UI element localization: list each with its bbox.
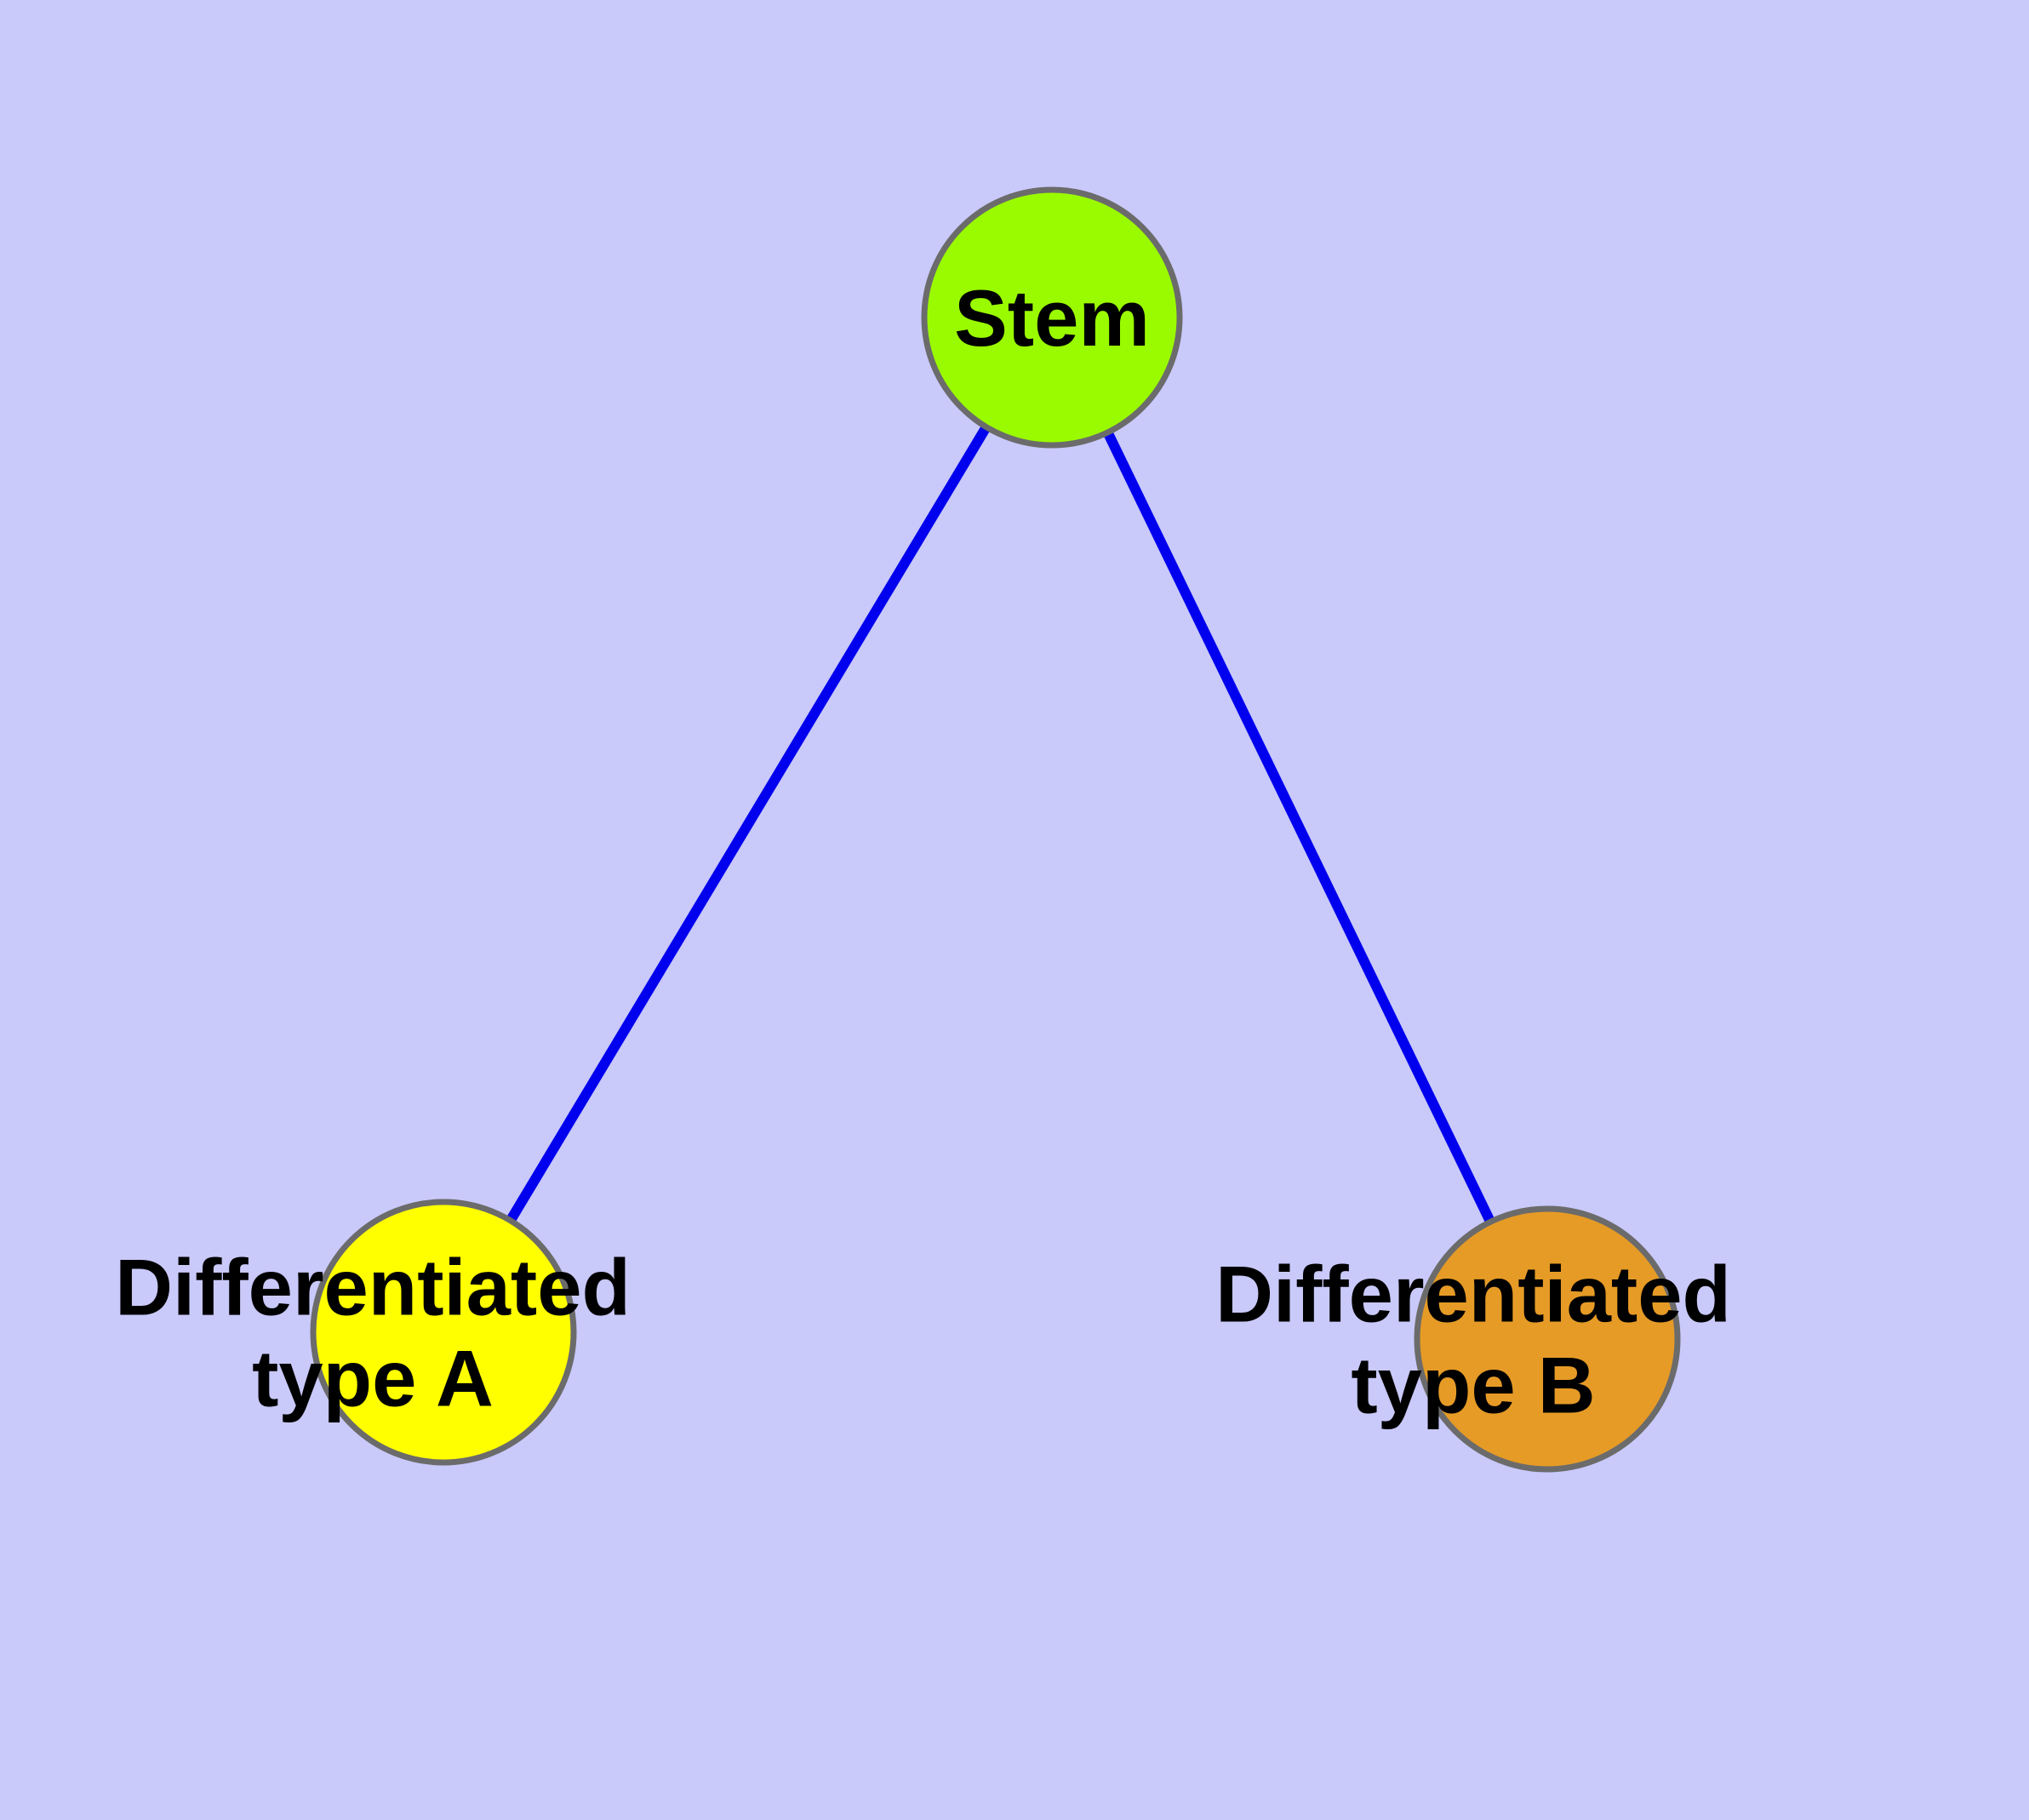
- node-diff-a-circle[interactable]: [310, 1199, 577, 1466]
- node-diff-b[interactable]: [1414, 1205, 1681, 1473]
- label-line: Differentiated: [115, 1242, 631, 1331]
- node-layer: [310, 186, 1681, 1473]
- node-diff-a[interactable]: [310, 1199, 577, 1466]
- edge-stem-to-diff-b: [1047, 315, 1552, 1342]
- node-stem-label: Stem: [954, 273, 1150, 363]
- node-stem-circle[interactable]: [921, 186, 1183, 449]
- node-diff-b-circle[interactable]: [1414, 1205, 1681, 1473]
- edge-layer: [438, 314, 1552, 1342]
- label-line: type B: [1351, 1340, 1595, 1429]
- label-line: type A: [252, 1333, 494, 1422]
- node-stem[interactable]: [921, 186, 1183, 449]
- edge-stem-to-diff-a: [438, 314, 1057, 1336]
- label-line: Differentiated: [1215, 1249, 1731, 1338]
- label-line: Stem: [954, 273, 1150, 363]
